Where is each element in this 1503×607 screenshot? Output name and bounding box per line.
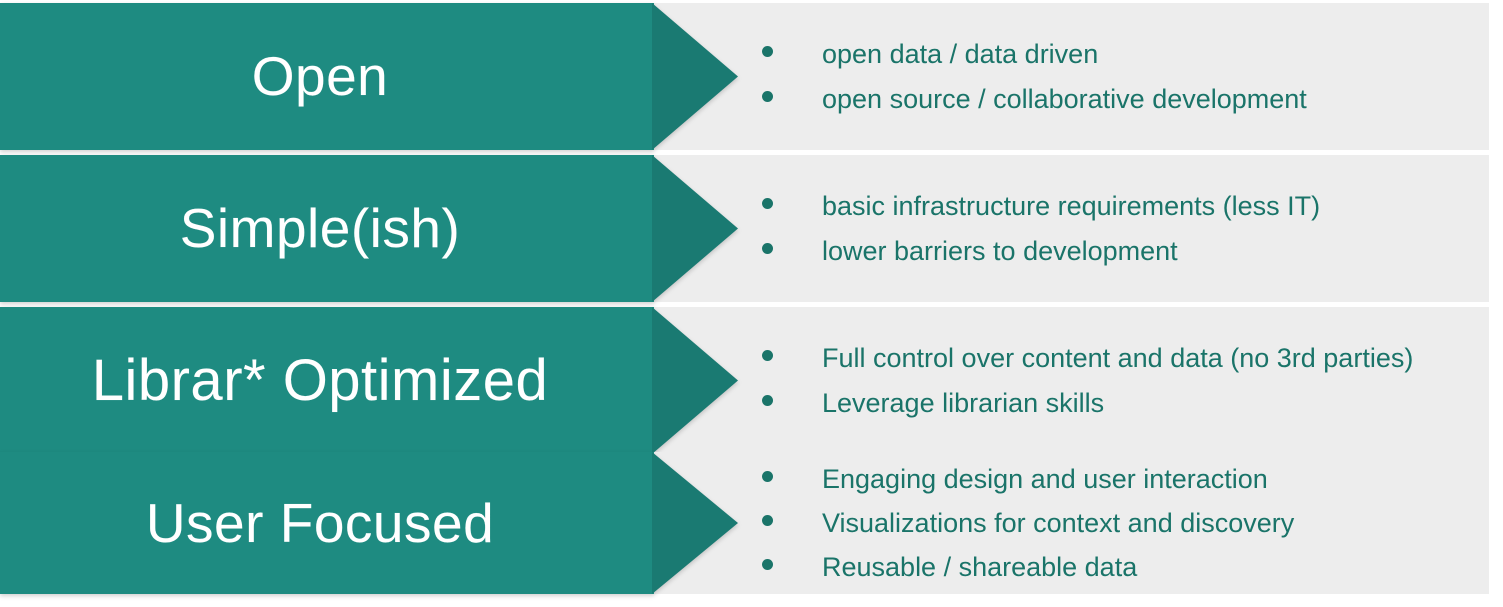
bullet-dot-icon xyxy=(762,514,773,526)
list-item: open source / collaborative development xyxy=(762,80,1489,118)
bullet-text: open source / collaborative development xyxy=(822,83,1307,114)
arrow-head-icon xyxy=(652,155,738,302)
list-item: Leverage librarian skills xyxy=(762,384,1489,422)
arrow-label: Librar* Optimized xyxy=(91,347,549,413)
arrow-banner: User Focused xyxy=(0,452,738,594)
bullet-dot-icon xyxy=(762,559,773,571)
arrow-label: User Focused xyxy=(145,491,495,554)
bullet-dot-icon xyxy=(762,46,773,58)
list-item: Engaging design and user interaction xyxy=(762,460,1489,498)
arrow-banner: Simple(ish) xyxy=(0,155,738,302)
bullet-list: open data / data driven open source / col… xyxy=(762,3,1489,150)
bullet-list: Full control over content and data (no 3… xyxy=(762,307,1489,454)
list-item: Visualizations for context and discovery xyxy=(762,504,1489,542)
bullet-dot-icon xyxy=(762,350,773,362)
arrow-head-icon xyxy=(652,452,738,594)
arrow-body xyxy=(0,3,654,150)
arrow-head-icon xyxy=(652,3,738,150)
arrow-banner: Open xyxy=(0,3,738,150)
arrow-head-icon xyxy=(652,307,738,454)
bullet-text: Full control over content and data (no 3… xyxy=(822,343,1414,374)
bullet-list: basic infrastructure requirements (less … xyxy=(762,155,1489,302)
arrow-body xyxy=(0,307,654,454)
arrow-banner: Librar* Optimized xyxy=(0,307,738,454)
list-item: basic infrastructure requirements (less … xyxy=(762,187,1489,225)
bullet-dot-icon xyxy=(762,198,773,210)
bullet-text: Engaging design and user interaction xyxy=(822,463,1268,494)
arrow-body xyxy=(0,155,654,302)
bullet-dot-icon xyxy=(762,90,773,102)
bullet-text: Visualizations for context and discovery xyxy=(822,507,1295,538)
bullet-dot-icon xyxy=(762,394,773,406)
list-item: open data / data driven xyxy=(762,35,1489,73)
diagram-row: open data / data driven open source / col… xyxy=(0,3,1503,150)
list-item: lower barriers to development xyxy=(762,232,1489,270)
bullet-text: lower barriers to development xyxy=(822,235,1178,266)
bullet-text: Reusable / shareable data xyxy=(822,552,1138,583)
bullet-text: open data / data driven xyxy=(822,39,1099,70)
list-item: Full control over content and data (no 3… xyxy=(762,339,1489,377)
diagram-row: Full control over content and data (no 3… xyxy=(0,307,1503,454)
list-item: Reusable / shareable data xyxy=(762,548,1489,586)
bullet-text: basic infrastructure requirements (less … xyxy=(822,191,1321,222)
arrow-label: Open xyxy=(251,45,389,107)
diagram-row: basic infrastructure requirements (less … xyxy=(0,155,1503,302)
bullet-text: Leverage librarian skills xyxy=(822,387,1105,418)
arrow-label: Simple(ish) xyxy=(179,197,461,259)
arrow-body xyxy=(0,452,654,594)
bullet-dot-icon xyxy=(762,242,773,254)
bullet-dot-icon xyxy=(762,470,773,482)
